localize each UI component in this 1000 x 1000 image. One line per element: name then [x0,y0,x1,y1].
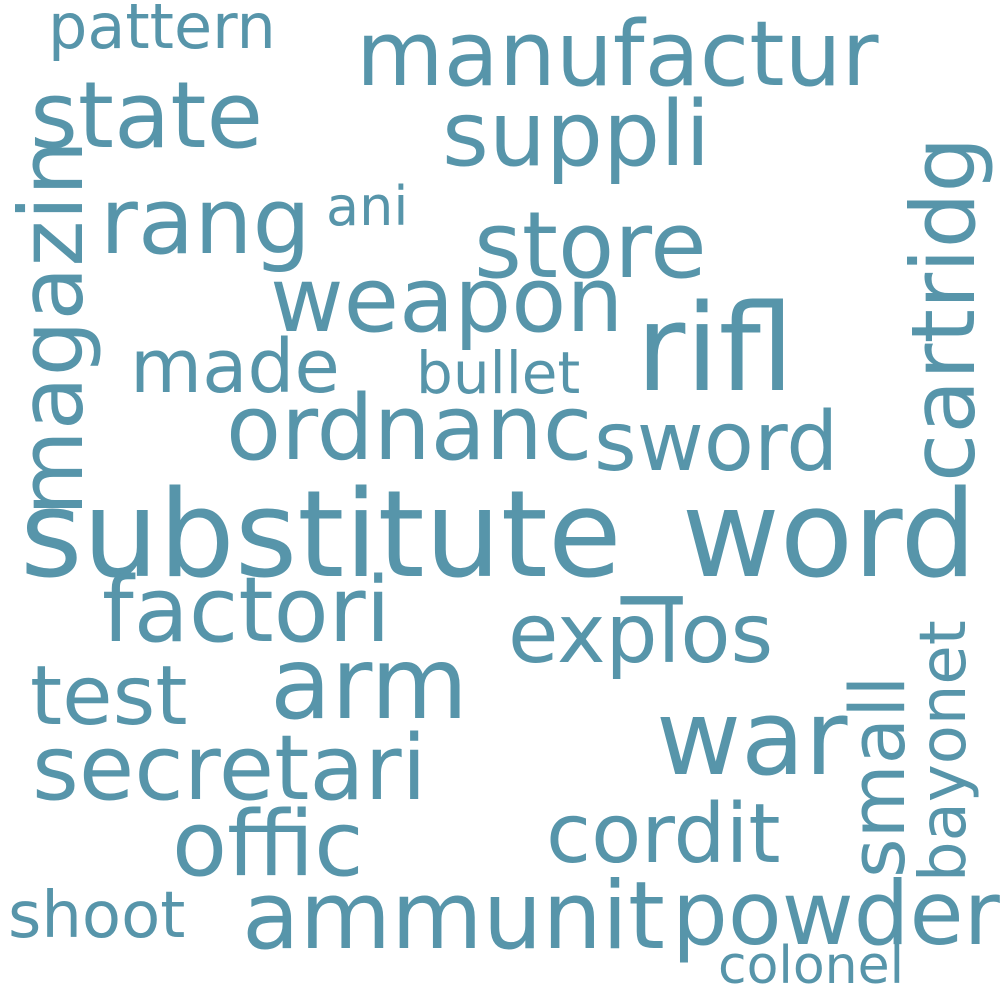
word-shoot: shoot [8,879,186,953]
word-explos: explos [508,587,774,682]
word-factori: factori [102,558,391,663]
word-cartridg: cartridg [892,136,995,482]
word-bullet: bullet [416,339,581,407]
word-colonel: colonel [718,936,905,996]
word-ani: ani [326,175,409,238]
word-powder: powder [672,862,1000,965]
word-substitute-word: substitute_word [20,466,977,605]
word-secretari: secretari [32,716,427,821]
word-bayonet: bayonet [907,620,981,882]
word-war: war [656,677,848,799]
word-small: small [833,675,922,878]
word-offic: offic [172,792,364,897]
word-ammunit: ammunit [242,862,665,971]
word-pattern: pattern [48,0,276,63]
word-weapon: weapon [270,248,624,353]
word-arm: arm [270,625,469,742]
word-ordnanc: ordnanc [226,376,593,481]
word-cordit: cordit [546,787,781,882]
word-rang: rang [100,168,311,275]
word-rifl: rifl [636,280,795,419]
word-sword: sword [594,395,839,490]
word-state: state [30,62,264,169]
word-made: made [130,324,340,410]
word-manufactur: manufactur [356,2,879,107]
word-store: store [474,192,707,299]
word-suppli: suppli [442,82,711,187]
word-magazin: magazin [0,140,103,516]
word-test: test [30,649,188,744]
